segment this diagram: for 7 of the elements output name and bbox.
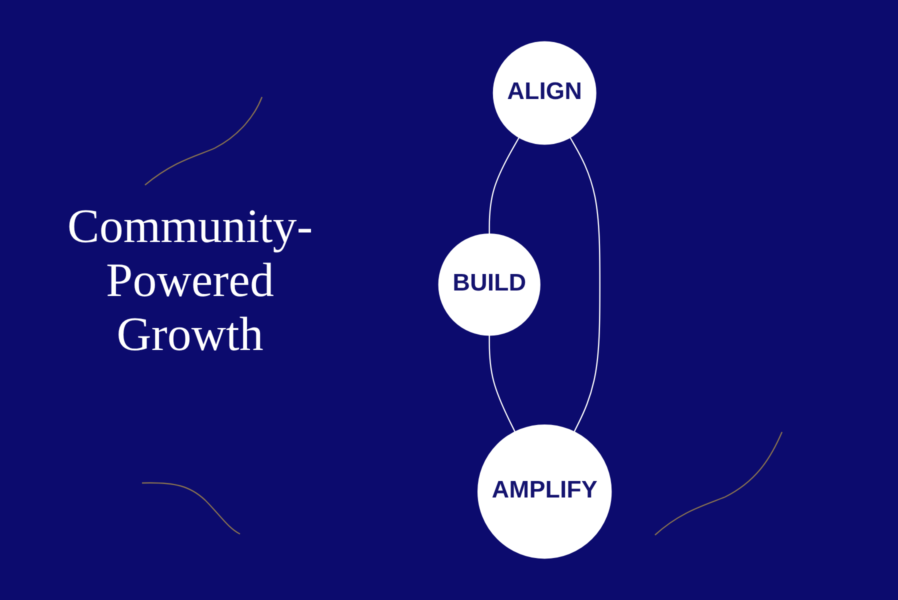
node-circle: ALIGN xyxy=(492,41,596,145)
connector xyxy=(570,136,600,432)
connector xyxy=(488,334,516,432)
diagram-title: Community-Powered Growth xyxy=(66,200,314,362)
node-circle: BUILD xyxy=(438,234,540,336)
connector xyxy=(488,136,520,234)
node-circle: AMPLIFY xyxy=(477,424,612,559)
